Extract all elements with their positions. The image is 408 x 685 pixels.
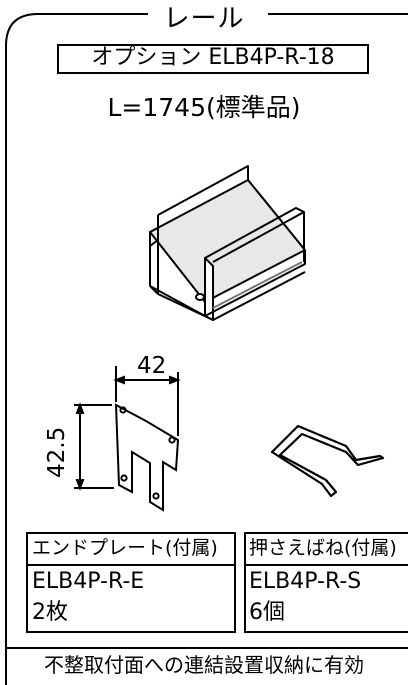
end-plate-qty: 2枚	[32, 600, 68, 625]
end-plate-name: エンドプレート(付属)	[32, 537, 218, 559]
end-plate-code: ELB4P-R-E	[32, 569, 145, 594]
spring-qty: 6個	[249, 600, 285, 625]
height-dimension: 42.5	[44, 426, 70, 478]
spring-name: 押さえばね(付属)	[249, 537, 397, 559]
length-label: L=1745(標準品)	[107, 93, 301, 122]
end-plate-illustration	[74, 366, 181, 512]
rail-illustration	[149, 165, 306, 321]
option-box	[57, 44, 369, 74]
spring-illustration	[270, 424, 385, 498]
option-label: オプション ELB4P-R-18	[91, 45, 335, 70]
spring-header-rule	[244, 532, 408, 566]
width-dimension: 42	[137, 353, 167, 379]
spring-code: ELB4P-R-S	[249, 569, 362, 594]
footer-note: 不整取付面への連結設置収納に有効	[44, 653, 364, 677]
end-plate-header-rule	[26, 532, 236, 566]
title: レール	[163, 4, 245, 34]
